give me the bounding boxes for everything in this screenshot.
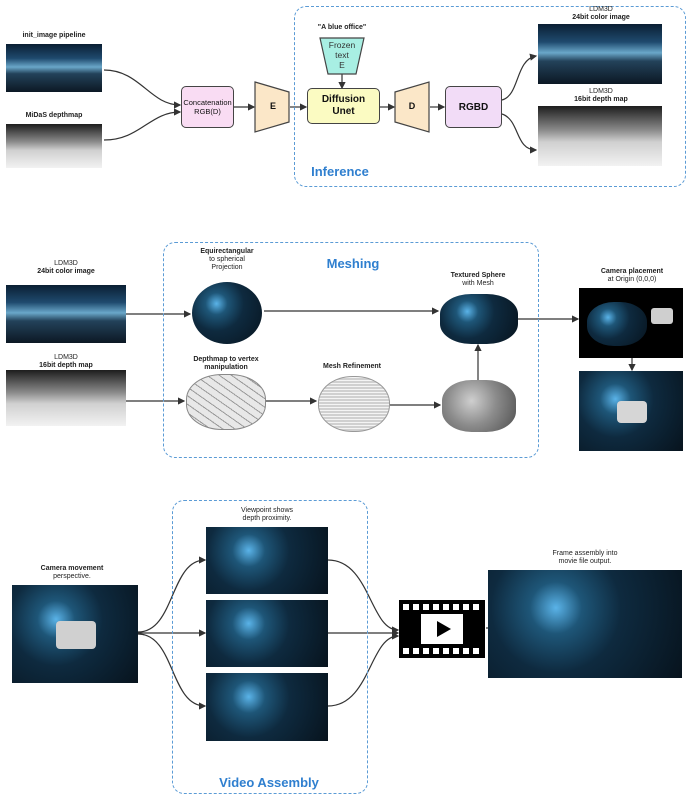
camera-inside-image <box>579 371 683 451</box>
camera-origin-sphere <box>587 302 647 346</box>
out-depth-line2: 16bit depth map <box>574 96 628 103</box>
textured-line1: Textured Sphere <box>450 272 506 279</box>
camera-origin-image <box>579 288 683 358</box>
mesh-in-color-line1: LDM3D <box>54 260 78 267</box>
frozen-line2: text <box>335 50 349 60</box>
mesh-in-color-thumbnail <box>6 285 126 343</box>
equirect-line1: Equirectangular <box>200 248 254 255</box>
out-depth-line1: LDM3D <box>589 88 613 95</box>
frame-assembly-label: Frame assembly into movie file output. <box>520 550 650 566</box>
frame-assembly-line2: movie file output. <box>558 558 612 565</box>
rgbd-label: RGBD <box>458 101 489 113</box>
concat-line2: RGB(D) <box>194 107 221 116</box>
textured-line2: with Mesh <box>462 280 494 287</box>
prompt-label: "A blue office" <box>317 24 367 31</box>
out-color-line1: LDM3D <box>589 6 613 13</box>
frame-assembly-line1: Frame assembly into <box>552 550 618 557</box>
gray-sphere-image <box>442 380 516 432</box>
viewpoint-line1: Viewpoint shows <box>240 507 293 514</box>
camera-movement-label: Camera movement perspective. <box>14 565 130 581</box>
out-color-thumbnail <box>538 24 662 84</box>
equirect-label: Equirectangular to spherical Projection <box>182 248 272 272</box>
camera-placement-line2: at Origin (0,0,0) <box>607 276 657 283</box>
midas-depth-thumbnail <box>6 124 102 168</box>
depth-vertex-line2: manipulation <box>204 364 248 371</box>
refined-mesh-image <box>318 376 390 432</box>
viewpoint-label: Viewpoint shows depth proximity. <box>218 507 316 523</box>
frozen-line1: Frozen <box>328 40 356 50</box>
camera-movement-icon <box>56 621 96 649</box>
meshing-title: Meshing <box>326 256 380 271</box>
equirect-line3: Projection <box>211 264 243 271</box>
out-depth-label: LDM3D 16bit depth map <box>536 88 666 104</box>
spherical-projection-image <box>192 282 262 344</box>
mesh-in-depth-label: LDM3D 16bit depth map <box>6 354 126 370</box>
init-image-thumbnail <box>6 44 102 92</box>
frozen-line3: E <box>339 60 345 70</box>
out-color-line2: 24bit color image <box>572 14 630 21</box>
camera-icon <box>651 308 673 324</box>
camera-movement-line2: perspective. <box>53 573 91 580</box>
frozen-text-label: Frozen text E <box>322 40 362 70</box>
camera-movement-image <box>12 585 138 683</box>
out-depth-thumbnail <box>538 106 662 166</box>
video-title: Video Assembly <box>219 775 319 790</box>
meshing-group <box>163 242 539 458</box>
depth-vertex-line1: Depthmap to vertex <box>193 356 259 363</box>
init-image-label: init_image pipeline <box>22 32 86 39</box>
film-holes-bottom <box>403 648 481 654</box>
refine-label: Mesh Refinement <box>323 363 381 370</box>
camera-placement-label: Camera placement at Origin (0,0,0) <box>580 268 684 284</box>
mesh-in-depth-line2: 16bit depth map <box>39 362 93 369</box>
film-strip-icon <box>399 600 485 658</box>
unet-line2: Unet <box>332 106 355 117</box>
textured-label: Textured Sphere with Mesh <box>430 272 526 288</box>
inference-title: Inference <box>311 164 369 179</box>
camera-inside-icon <box>617 401 647 423</box>
viewpoint-frame-2 <box>206 600 328 667</box>
equirect-line2: to spherical <box>209 256 245 263</box>
camera-movement-line1: Camera movement <box>40 565 104 572</box>
viewpoint-line2: depth proximity. <box>242 515 292 522</box>
depth-vertex-label: Depthmap to vertex manipulation <box>176 356 276 372</box>
concat-line1: Concatenation <box>183 98 232 107</box>
unet-line1: Diffusion <box>321 94 366 105</box>
play-icon <box>437 621 451 637</box>
inference-group <box>294 6 686 187</box>
viewpoint-frame-1 <box>206 527 328 594</box>
textured-sphere-image <box>440 294 518 344</box>
movie-output-image <box>488 570 682 678</box>
film-holes-top <box>403 604 481 610</box>
mesh-in-depth-line1: LDM3D <box>54 354 78 361</box>
out-color-label: LDM3D 24bit color image <box>536 6 666 22</box>
mesh-in-depth-thumbnail <box>6 370 126 426</box>
video-group <box>172 500 368 794</box>
encoder-label: E <box>269 101 276 111</box>
vertex-mesh-image <box>186 374 266 430</box>
viewpoint-frame-3 <box>206 673 328 741</box>
mesh-in-color-line2: 24bit color image <box>37 268 95 275</box>
mesh-in-color-label: LDM3D 24bit color image <box>6 260 126 276</box>
camera-placement-line1: Camera placement <box>600 268 664 275</box>
decoder-label: D <box>408 101 416 111</box>
midas-label: MiDaS depthmap <box>25 112 83 119</box>
rgbd-node: RGBD <box>445 86 502 128</box>
